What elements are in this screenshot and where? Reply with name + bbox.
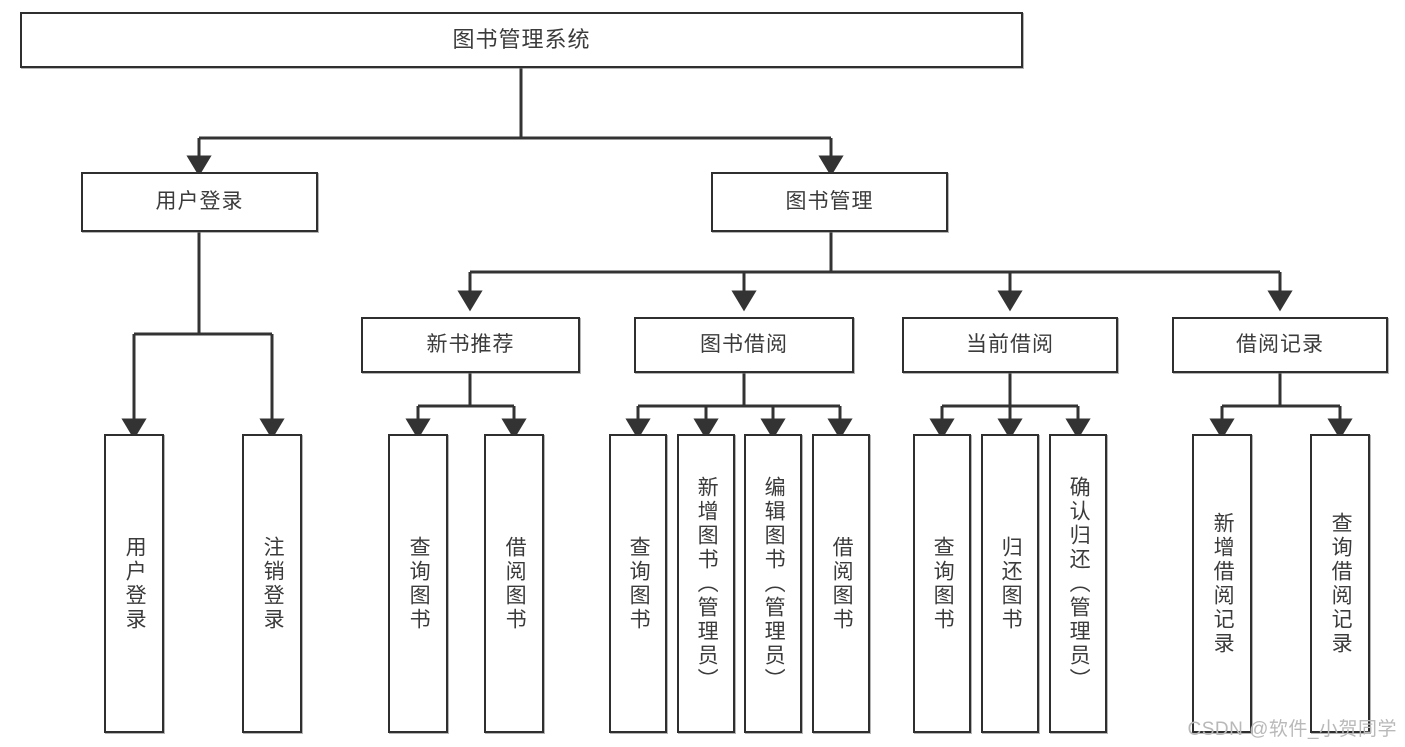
- leaf-current-borrow-confirm[interactable]: 确认归还（管理员）: [1049, 434, 1107, 733]
- node-book-borrow[interactable]: 图书借阅: [634, 317, 854, 373]
- node-borrow-record-label: 借阅记录: [1236, 333, 1324, 357]
- leaf-label: 用户登录: [123, 535, 147, 632]
- node-root-label: 图书管理系统: [452, 26, 591, 52]
- node-borrow-record[interactable]: 借阅记录: [1172, 317, 1388, 373]
- leaf-new-book-query[interactable]: 查询图书: [388, 434, 448, 733]
- leaf-user-login-signout[interactable]: 注销登录: [242, 434, 302, 733]
- node-user-login[interactable]: 用户登录: [81, 172, 318, 232]
- leaf-book-borrow-lend[interactable]: 借阅图书: [812, 434, 870, 733]
- leaf-new-book-borrow[interactable]: 借阅图书: [484, 434, 544, 733]
- leaf-label: 查询图书: [627, 535, 651, 632]
- leaf-current-borrow-return[interactable]: 归还图书: [981, 434, 1039, 733]
- node-book-management-label: 图书管理: [785, 190, 874, 214]
- leaf-label: 查询借阅记录: [1329, 511, 1353, 656]
- leaf-label: 借阅图书: [830, 535, 854, 632]
- leaf-current-borrow-query[interactable]: 查询图书: [913, 434, 971, 733]
- leaf-label: 新增图书（管理员）: [695, 475, 719, 692]
- node-root-system[interactable]: 图书管理系统: [20, 12, 1023, 68]
- node-book-management[interactable]: 图书管理: [711, 172, 948, 232]
- node-new-book-recommend[interactable]: 新书推荐: [361, 317, 580, 373]
- leaf-book-borrow-query[interactable]: 查询图书: [609, 434, 667, 733]
- node-book-borrow-label: 图书借阅: [700, 333, 788, 357]
- node-current-borrow[interactable]: 当前借阅: [902, 317, 1118, 373]
- leaf-label: 编辑图书（管理员）: [762, 475, 786, 692]
- leaf-borrow-record-query[interactable]: 查询借阅记录: [1310, 434, 1370, 733]
- leaf-book-borrow-add[interactable]: 新增图书（管理员）: [677, 434, 735, 733]
- leaf-label: 注销登录: [261, 535, 285, 632]
- leaf-borrow-record-add[interactable]: 新增借阅记录: [1192, 434, 1252, 733]
- leaf-label: 查询图书: [931, 535, 955, 632]
- leaf-label: 确认归还（管理员）: [1067, 475, 1091, 692]
- leaf-label: 新增借阅记录: [1211, 511, 1235, 656]
- leaf-user-login-signin[interactable]: 用户登录: [104, 434, 164, 733]
- leaf-label: 借阅图书: [503, 535, 527, 632]
- leaf-book-borrow-edit[interactable]: 编辑图书（管理员）: [744, 434, 802, 733]
- leaf-label: 查询图书: [407, 535, 431, 632]
- node-user-login-label: 用户登录: [155, 190, 244, 214]
- node-current-borrow-label: 当前借阅: [966, 333, 1054, 357]
- leaf-label: 归还图书: [999, 535, 1023, 632]
- node-new-book-recommend-label: 新书推荐: [426, 333, 515, 357]
- csdn-watermark: CSDN @软件_小贺同学: [1187, 719, 1397, 740]
